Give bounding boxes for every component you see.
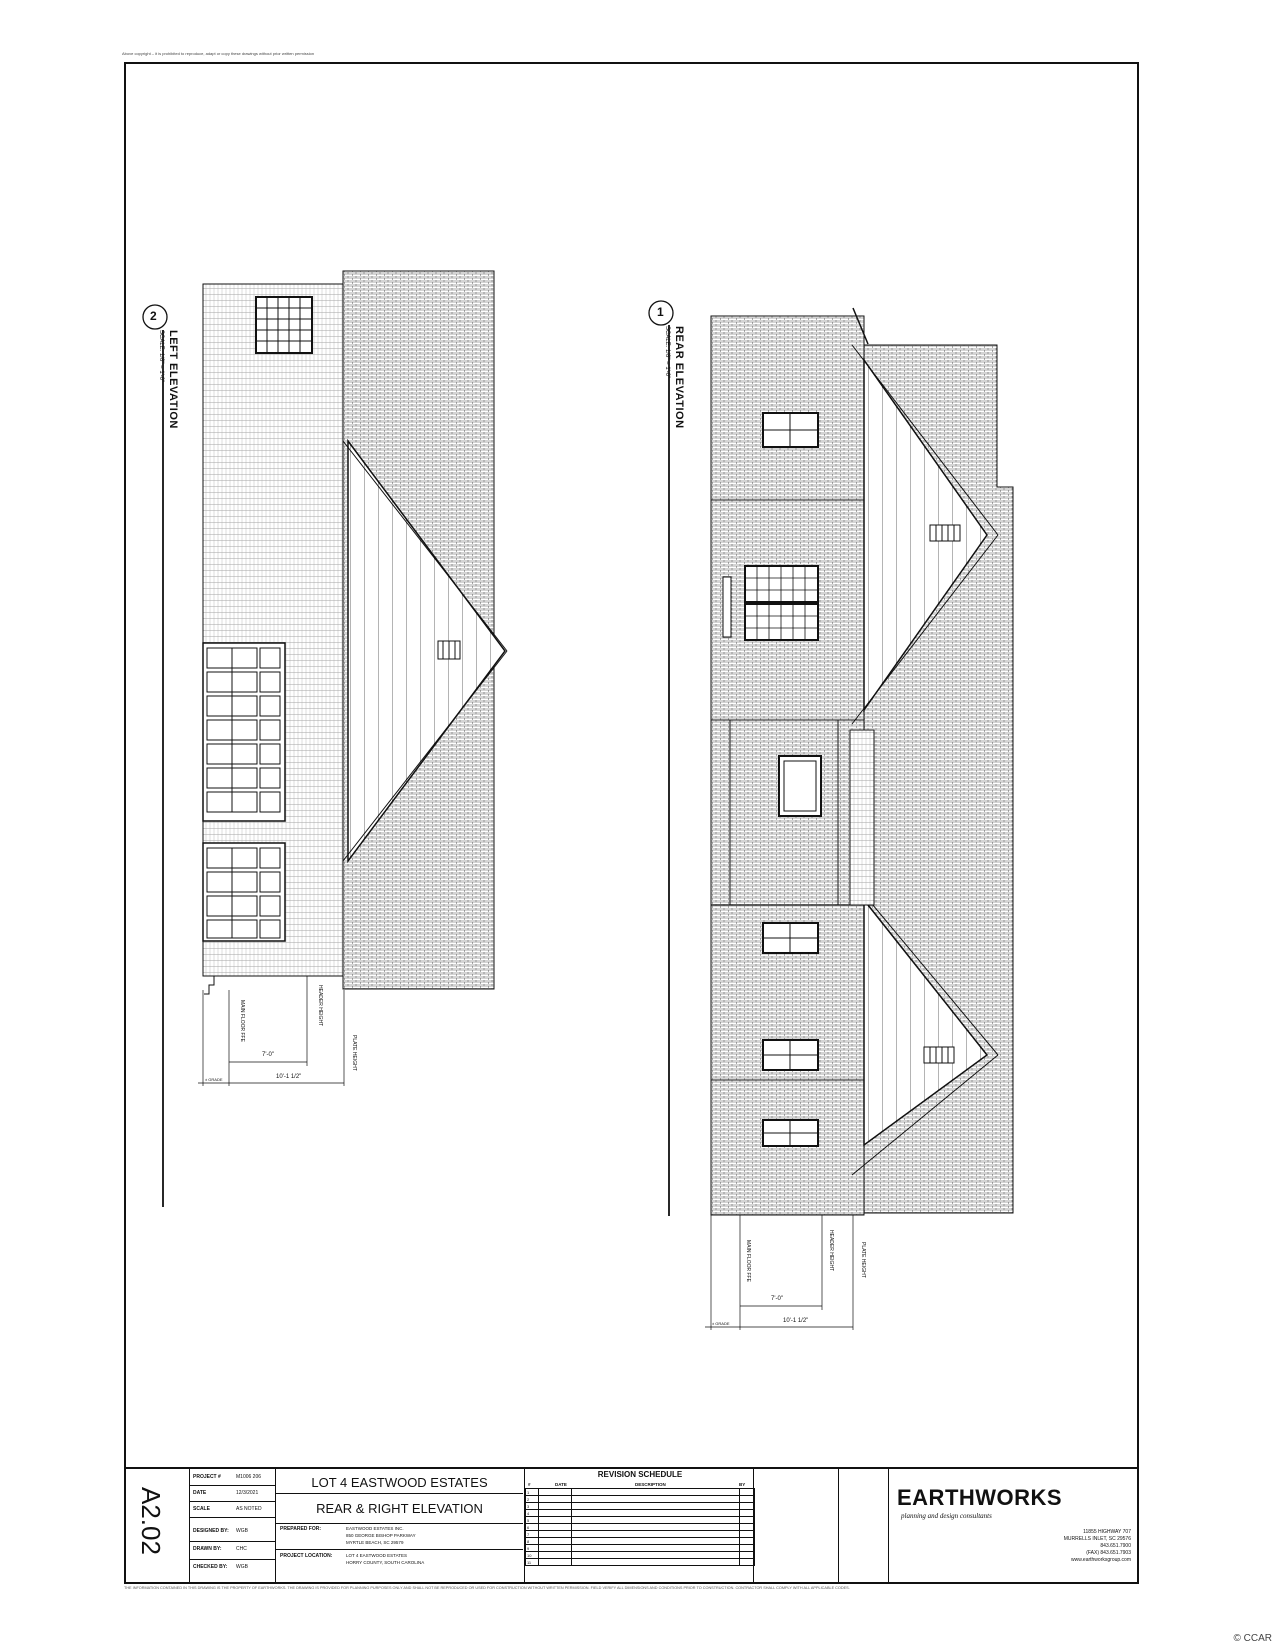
rear-dim-total: 10'-1 1/2" xyxy=(783,1318,809,1324)
rear-elevation-scale: SCALE: 1/8" = 1'-0" xyxy=(664,326,670,379)
left-elevation-number: 2 xyxy=(150,309,157,323)
rear-header-height-label: HEADER HEIGHT xyxy=(828,1230,834,1272)
rear-elevation-title-block: REAR ELEVATION SCALE: 1/8" = 1'-0" xyxy=(664,326,689,429)
revision-row: 2 xyxy=(525,1495,755,1503)
blank-cell xyxy=(839,1469,889,1584)
firm-subtitle: planning and design consultants xyxy=(901,1512,992,1520)
rear-dim-7-0: 7'-0" xyxy=(771,1296,783,1302)
rear-plate-height-label: PLATE HEIGHT xyxy=(860,1242,866,1278)
revision-table: 1 2 3 4 5 6 7 8 9 10 11 xyxy=(525,1488,755,1566)
address-line: www.earthworksgroup.com xyxy=(1070,1557,1131,1563)
revision-row: 10 xyxy=(525,1551,755,1559)
project-title-cell: LOT 4 EASTWOOD ESTATES REAR & RIGHT ELEV… xyxy=(276,1469,523,1584)
sheet-number-cell: A2.02 xyxy=(124,1469,190,1584)
info-key: CHECKED BY: xyxy=(193,1564,228,1570)
address-line: 11855 HIGHWAY 707 xyxy=(1083,1529,1131,1535)
revision-header-date: DATE xyxy=(555,1482,567,1487)
address-line: MURRELLS INLET, SC 29576 xyxy=(1063,1536,1131,1542)
info-value: CHC xyxy=(236,1546,247,1552)
revision-header-num: # xyxy=(528,1482,531,1487)
project-title: LOT 4 EASTWOOD ESTATES xyxy=(311,1475,488,1490)
left-main-floor-label: MAIN FLOOR FFE xyxy=(239,1000,245,1042)
sheet-title: REAR & RIGHT ELEVATION xyxy=(316,1501,483,1516)
revision-row: 5 xyxy=(525,1516,755,1524)
sheet-number: A2.02 xyxy=(136,1487,166,1555)
info-row: PROJECT # M1006 206 xyxy=(190,1469,276,1486)
info-value: AS NOTED xyxy=(236,1506,262,1512)
info-value: WGB xyxy=(236,1528,248,1534)
project-location: LOT 4 EASTWOOD ESTATES HORRY COUNTY, SOU… xyxy=(346,1552,424,1566)
drawing-frame xyxy=(124,62,1139,1584)
info-key: DESIGNED BY: xyxy=(193,1528,229,1534)
prepared-for-line: MYRTLE BEACH, SC 29579 xyxy=(346,1540,404,1545)
earthworks-logo: EARTHWORKS xyxy=(897,1485,1063,1510)
rear-main-floor-label: MAIN FLOOR FFE xyxy=(745,1240,751,1282)
rear-elevation-number: 1 xyxy=(657,305,664,319)
left-plate-height-label: PLATE HEIGHT xyxy=(351,1035,357,1071)
location-line: LOT 4 EASTWOOD ESTATES xyxy=(346,1553,408,1558)
firm-address: 11855 HIGHWAY 707 MURRELLS INLET, SC 295… xyxy=(1064,1529,1131,1564)
revision-schedule: REVISION SCHEDULE # DATE DESCRIPTION BY … xyxy=(524,1469,755,1584)
revision-row: 11 xyxy=(525,1558,755,1566)
prepared-for: EASTWOOD ESTATES INC. 850 GEORGE BISHOP … xyxy=(346,1525,416,1546)
left-dim-7-0: 7'-0" xyxy=(262,1052,274,1058)
left-dim-total: 10'-1 1/2" xyxy=(276,1074,302,1080)
left-elevation xyxy=(198,270,508,1086)
revision-row: 9 xyxy=(525,1544,755,1552)
info-key: DRAWN BY: xyxy=(193,1546,222,1552)
left-elevation-title-block: LEFT ELEVATION SCALE: 1/8" = 1'-0" xyxy=(158,330,183,429)
location-line: HORRY COUNTY, SOUTH CAROLINA xyxy=(346,1560,425,1565)
info-value: M1006 206 xyxy=(236,1474,262,1480)
info-row: SCALE AS NOTED xyxy=(190,1501,276,1518)
prepared-for-line: 850 GEORGE BISHOP PARKWAY xyxy=(346,1533,416,1538)
left-elevation-scale: SCALE: 1/8" = 1'-0" xyxy=(158,330,164,383)
ccar-text: © CCAR xyxy=(1233,1633,1272,1644)
blank-cell xyxy=(754,1469,839,1584)
address-line: 843.651.7900 xyxy=(1100,1543,1131,1549)
revision-row: 4 xyxy=(525,1509,755,1517)
prepared-for-line: EASTWOOD ESTATES INC. xyxy=(346,1526,404,1531)
rear-elevation-title: REAR ELEVATION xyxy=(673,326,685,429)
left-elevation-title: LEFT ELEVATION xyxy=(167,330,179,429)
prepared-for-label: PREPARED FOR: xyxy=(280,1526,322,1532)
revision-title: REVISION SCHEDULE xyxy=(597,1470,683,1479)
info-key: PROJECT # xyxy=(193,1474,221,1480)
title-block: A2.02 PROJECT # M1006 206 DATE 12/3/2021… xyxy=(124,1467,1139,1584)
footer-note: THE INFORMATION CONTAINED IN THIS DRAWIN… xyxy=(124,1586,850,1590)
revision-row: 1 xyxy=(525,1488,755,1496)
left-header-height-label: HEADER HEIGHT xyxy=(317,985,323,1027)
revision-header-desc: DESCRIPTION xyxy=(635,1482,666,1487)
rear-elevation xyxy=(705,307,1014,1330)
revision-row: 3 xyxy=(525,1502,755,1510)
info-row: DATE 12/3/2021 xyxy=(190,1485,276,1502)
left-dim-grade: ± GRADE xyxy=(205,1077,223,1082)
info-row: CHECKED BY: WGB xyxy=(190,1559,276,1577)
revision-row: 8 xyxy=(525,1537,755,1545)
info-key: SCALE xyxy=(193,1506,210,1512)
ccar-watermark: © CCAR xyxy=(1234,1633,1272,1644)
info-key: DATE xyxy=(193,1490,207,1496)
address-line: (FAX) 843.651.7903 xyxy=(1086,1550,1131,1556)
info-row: DESIGNED BY: WGB xyxy=(190,1523,276,1542)
info-value: 12/3/2021 xyxy=(236,1490,259,1496)
rear-dim-grade: ± GRADE xyxy=(712,1321,730,1326)
firm-block: EARTHWORKS planning and design consultan… xyxy=(889,1469,1139,1584)
project-location-label: PROJECT LOCATION: xyxy=(280,1553,333,1559)
info-value: WGB xyxy=(236,1564,248,1570)
info-row: DRAWN BY: CHC xyxy=(190,1541,276,1560)
revision-row: 7 xyxy=(525,1530,755,1538)
project-info: PROJECT # M1006 206 DATE 12/3/2021 SCALE… xyxy=(190,1469,276,1584)
revision-header-by: BY xyxy=(739,1482,746,1487)
header-note: Above copyright – it is prohibited to re… xyxy=(122,51,315,56)
revision-row: 6 xyxy=(525,1523,755,1531)
